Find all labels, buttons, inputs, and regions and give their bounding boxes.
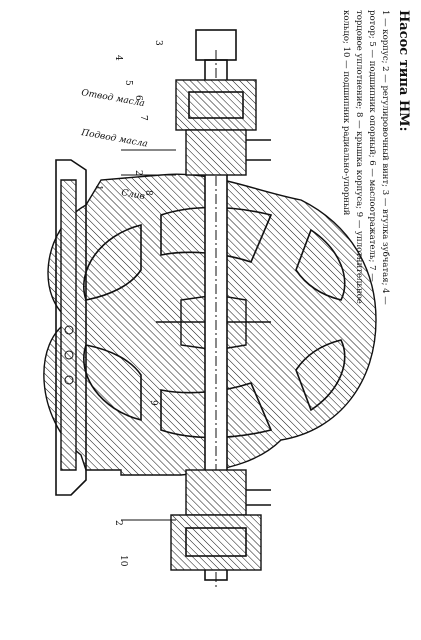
figure-title: Насос типа НМ: [396,10,411,132]
part-number-8: 8 [143,190,153,196]
drain-label: Слив [120,188,145,202]
volute-channel-upper-left [295,228,346,301]
volute-channel-upper-right [295,339,346,412]
part-number-10: 10 [118,555,128,567]
bearing-housing-left [175,79,271,176]
part-number-4: 4 [113,55,123,61]
pump-base [55,159,87,496]
part-number-5: 5 [123,80,133,86]
part-number-3: 3 [153,40,163,46]
gear-coupling-sleeve [195,29,237,61]
part-number-2-left: 2 [133,170,143,176]
oil-lines [121,149,176,521]
oil-inlet-label: Подвод масла [79,128,148,150]
bearing-housing-right [170,469,271,571]
part-number-6: 6 [133,95,143,101]
part-number-9: 9 [148,400,158,406]
part-number-1: 1 [93,185,103,191]
part-number-7: 7 [138,115,148,121]
figure-caption: 1 — корпус; 2 — регулировочный винт; 3 —… [341,10,390,305]
part-number-2-right: 2 [113,520,123,526]
